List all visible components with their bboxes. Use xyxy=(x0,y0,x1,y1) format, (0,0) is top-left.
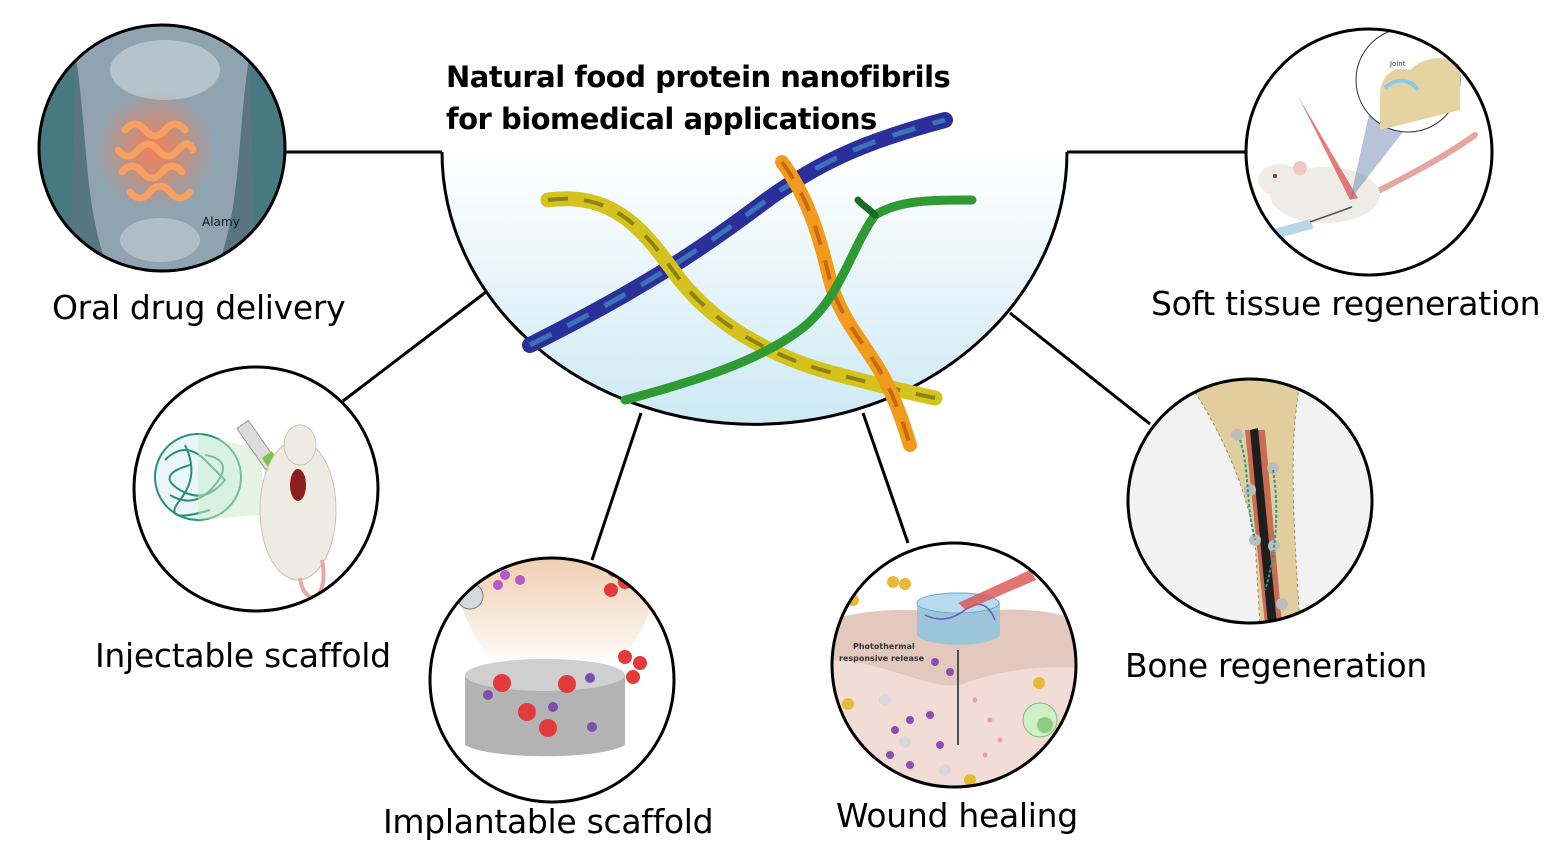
label-bone-regeneration: Bone regeneration xyxy=(1125,646,1428,685)
diagram-title: Natural food protein nanofibrils for bio… xyxy=(446,56,951,140)
app-injectable-scaffold xyxy=(132,365,380,613)
label-wound-healing: Wound healing xyxy=(836,796,1078,835)
mouse-illustration xyxy=(1258,161,1380,223)
watermark-alamy: Alamy xyxy=(202,215,240,229)
app-oral-drug-delivery: Alamy xyxy=(37,23,287,273)
label-injectable-scaffold: Injectable scaffold xyxy=(95,636,391,675)
circle-border-soft xyxy=(1244,27,1494,277)
laser-beam-red xyxy=(1298,96,1358,200)
fibril-blue xyxy=(522,112,953,353)
circle-border-bone xyxy=(1126,377,1374,625)
scaffold-block xyxy=(465,659,625,757)
label-soft-tissue-regeneration: Soft tissue regeneration xyxy=(1151,284,1541,323)
connector-injectable xyxy=(342,290,487,403)
app-soft-tissue-regeneration: Joint xyxy=(1244,27,1494,277)
title-line-1: Natural food protein nanofibrils xyxy=(446,60,951,94)
title-line-2: for biomedical applications xyxy=(446,102,877,136)
connector-implantable xyxy=(590,412,643,561)
app-implantable-scaffold xyxy=(428,556,676,804)
inset-photothermal: Photothermal xyxy=(853,642,915,651)
circle-border-implantable xyxy=(428,556,676,804)
inset-responsive-release: responsive release xyxy=(839,654,925,663)
nanofibril-bowl xyxy=(440,112,1069,452)
inset-joint: Joint xyxy=(1389,60,1406,68)
connector-lines xyxy=(285,150,1246,561)
rat-illustration xyxy=(259,424,337,599)
connector-bone xyxy=(1009,311,1151,426)
fibril-orange xyxy=(775,155,917,452)
fibril-green xyxy=(620,195,977,405)
label-implantable-scaffold: Implantable scaffold xyxy=(383,802,714,841)
label-oral-drug-delivery: Oral drug delivery xyxy=(52,288,346,327)
circle-border-oral xyxy=(37,23,287,273)
app-bone-regeneration xyxy=(1126,377,1374,625)
circle-border-wound xyxy=(830,541,1078,789)
connector-wound xyxy=(861,412,910,544)
circle-border-injectable xyxy=(132,365,380,613)
app-wound-healing: Photothermal responsive release xyxy=(830,541,1078,789)
laser-beam xyxy=(958,570,1036,610)
joint-inset: Joint xyxy=(1355,29,1461,133)
